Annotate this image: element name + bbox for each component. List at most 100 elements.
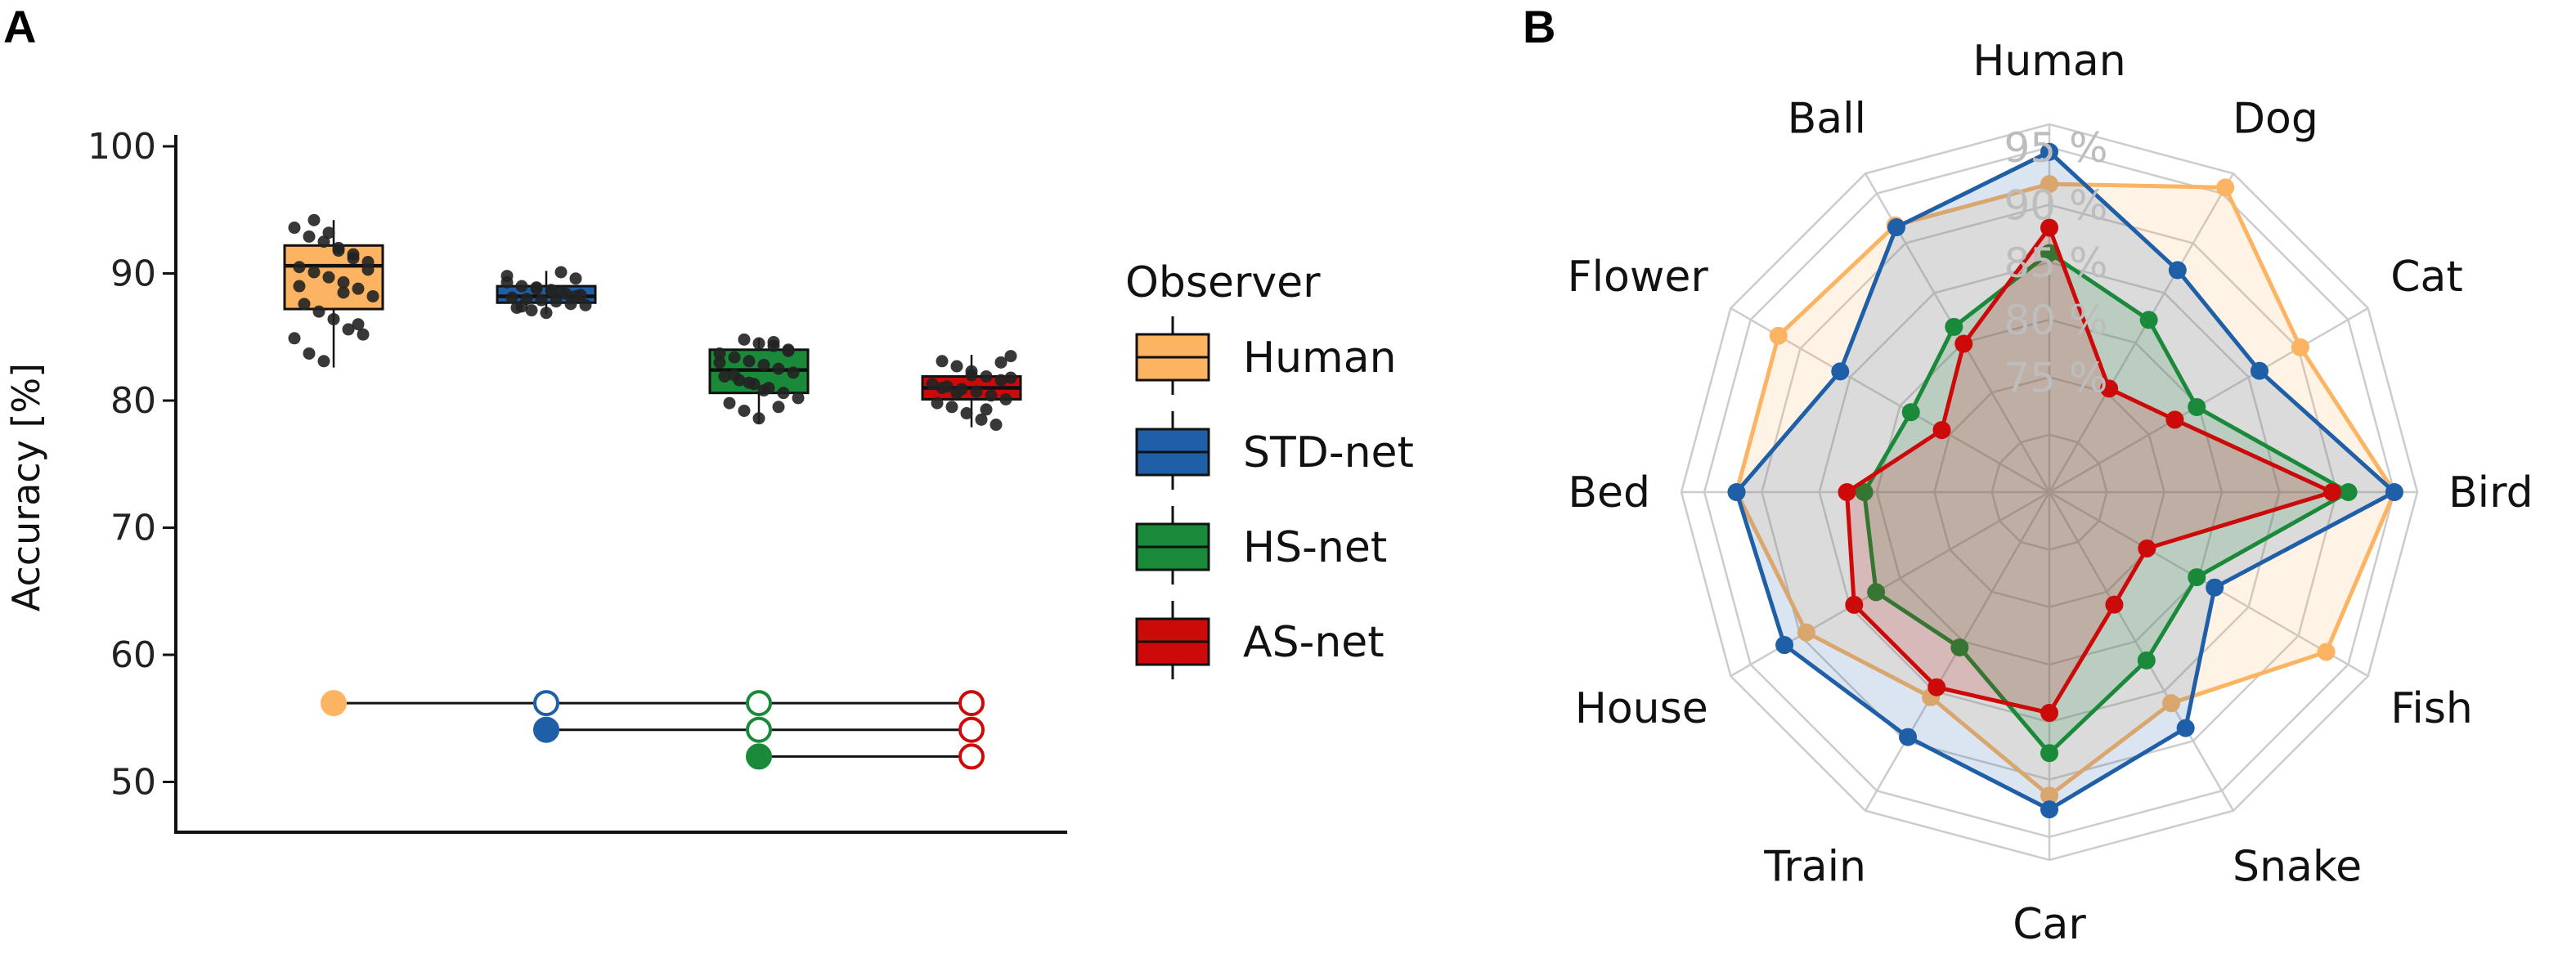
comparison-dot-open — [746, 716, 772, 743]
data-point — [757, 384, 770, 397]
radar-point — [1831, 362, 1850, 381]
radar-spoke — [2049, 307, 2369, 494]
data-point — [515, 300, 528, 313]
radar-point — [2139, 311, 2158, 329]
radar-point — [1945, 317, 1963, 336]
data-point — [767, 335, 780, 348]
data-point — [950, 387, 963, 400]
data-point — [525, 304, 538, 317]
data-point — [950, 360, 963, 373]
radar-point — [1867, 583, 1886, 602]
y-tick-label: 80 — [110, 380, 156, 422]
radar-point — [2040, 786, 2058, 805]
radar-ring-label: 95 % — [2004, 124, 2107, 172]
comparison-hs-net — [746, 743, 985, 770]
radar-point — [2040, 704, 2058, 722]
data-point — [738, 333, 751, 346]
data-point — [288, 222, 301, 235]
radar-axis-label-flower: Flower — [1568, 253, 1709, 302]
data-point — [535, 293, 548, 307]
data-point — [980, 370, 993, 383]
data-point — [327, 312, 340, 325]
radar-series-group — [1727, 142, 2403, 819]
radar-point — [2040, 175, 2058, 194]
radar-point — [1855, 483, 1874, 501]
legend-item-as-net: AS-net — [1135, 601, 1384, 679]
radar-point — [2040, 244, 2058, 262]
radar-spoke — [2048, 491, 2235, 812]
y-axis-title: Accuracy [%] — [4, 363, 48, 611]
data-point — [554, 266, 568, 279]
data-point — [936, 355, 949, 368]
data-point — [332, 241, 345, 254]
radar-axis-label-snake: Snake — [2233, 842, 2362, 891]
data-point — [293, 280, 306, 293]
comparison-dot-filled — [533, 716, 559, 743]
data-point — [298, 298, 311, 311]
legend-label: AS-net — [1243, 618, 1384, 667]
data-point — [361, 263, 375, 276]
radar-axis-label-bird: Bird — [2448, 468, 2533, 517]
radar-panel: 75 %80 %85 %90 %95 %HumanDogCatBirdFishS… — [1568, 37, 2533, 949]
data-point — [777, 387, 790, 400]
comparison-dot-open — [958, 716, 985, 743]
data-point — [303, 230, 316, 243]
radar-point — [1775, 636, 1794, 655]
radar-ring-label: 90 % — [2004, 181, 2107, 229]
radar-point — [2206, 578, 2224, 597]
data-point — [782, 344, 795, 357]
radar-axis-label-car: Car — [2013, 900, 2086, 949]
radar-axis-labels: 75 %80 %85 %90 %95 %HumanDogCatBirdFishS… — [1568, 37, 2533, 949]
box-std-net — [496, 266, 597, 320]
data-point — [728, 369, 741, 382]
data-point — [1004, 350, 1017, 363]
y-tick-label: 100 — [88, 126, 156, 168]
radar-axis-label-train: Train — [1763, 842, 1866, 891]
radar-point — [2322, 483, 2341, 501]
radar-point — [1887, 218, 1905, 237]
data-point — [965, 369, 978, 382]
radar-point — [2176, 719, 2195, 737]
radar-axis-label-house: House — [1575, 684, 1708, 733]
data-point — [718, 370, 731, 383]
radar-point — [1932, 421, 1951, 440]
data-point — [352, 282, 365, 295]
radar-series-hs-net — [1855, 244, 2358, 763]
comparison-dot-filled — [321, 690, 347, 717]
data-point — [1004, 371, 1017, 384]
legend-title: Observer — [1125, 258, 1321, 307]
data-point — [352, 318, 365, 331]
data-point — [322, 226, 335, 240]
data-point — [945, 401, 958, 414]
data-point — [994, 356, 1008, 369]
data-point — [505, 291, 518, 304]
radar-point — [2317, 643, 2336, 661]
radar-axis-label-ball: Ball — [1788, 95, 1866, 144]
data-point — [342, 323, 355, 336]
y-tick-label: 50 — [110, 762, 156, 804]
radar-point — [1797, 623, 1815, 642]
radar-point — [2165, 410, 2184, 429]
radar-spoke — [2048, 172, 2235, 493]
legend-label: Human — [1243, 334, 1397, 383]
data-point — [337, 275, 350, 289]
box-series-group — [283, 213, 1022, 432]
radar-axis-label-bed: Bed — [1568, 468, 1650, 517]
comparison-dot-filled — [746, 743, 772, 770]
data-point — [545, 284, 558, 297]
data-point — [303, 347, 316, 360]
data-point — [926, 378, 939, 391]
radar-point — [1727, 483, 1746, 501]
data-point — [787, 366, 800, 379]
radar-point — [2100, 379, 2119, 398]
radar-axis-label-cat: Cat — [2390, 253, 2463, 302]
radar-point — [2250, 361, 2269, 380]
data-point — [728, 351, 741, 364]
data-point — [743, 376, 756, 389]
comparison-dot-open — [958, 690, 985, 717]
comparison-lines — [321, 690, 985, 770]
radar-point — [2105, 595, 2124, 614]
data-point — [312, 305, 325, 318]
